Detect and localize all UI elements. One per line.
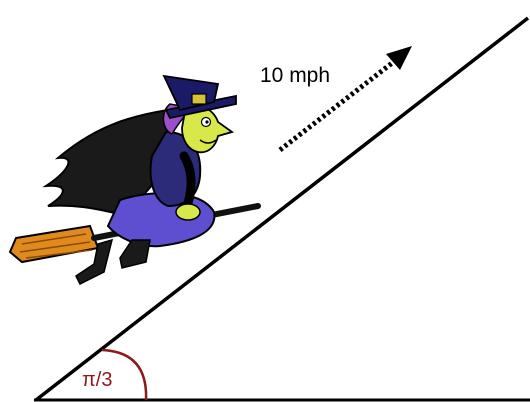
witch-mouth [199,139,217,144]
witch-on-broom-illustration [8,74,261,286]
angle-label: π/3 [82,369,112,391]
speed-label: 10 mph [260,64,330,87]
witch-boot-back [75,238,114,286]
witch-hat-buckle [191,93,207,105]
velocity-arrow-shaft [278,58,398,152]
velocity-arrow-head [386,46,412,70]
angle-arc [101,348,148,401]
incline-line [34,16,530,402]
witch-boot-front [119,239,151,269]
witch-hand [175,203,201,221]
